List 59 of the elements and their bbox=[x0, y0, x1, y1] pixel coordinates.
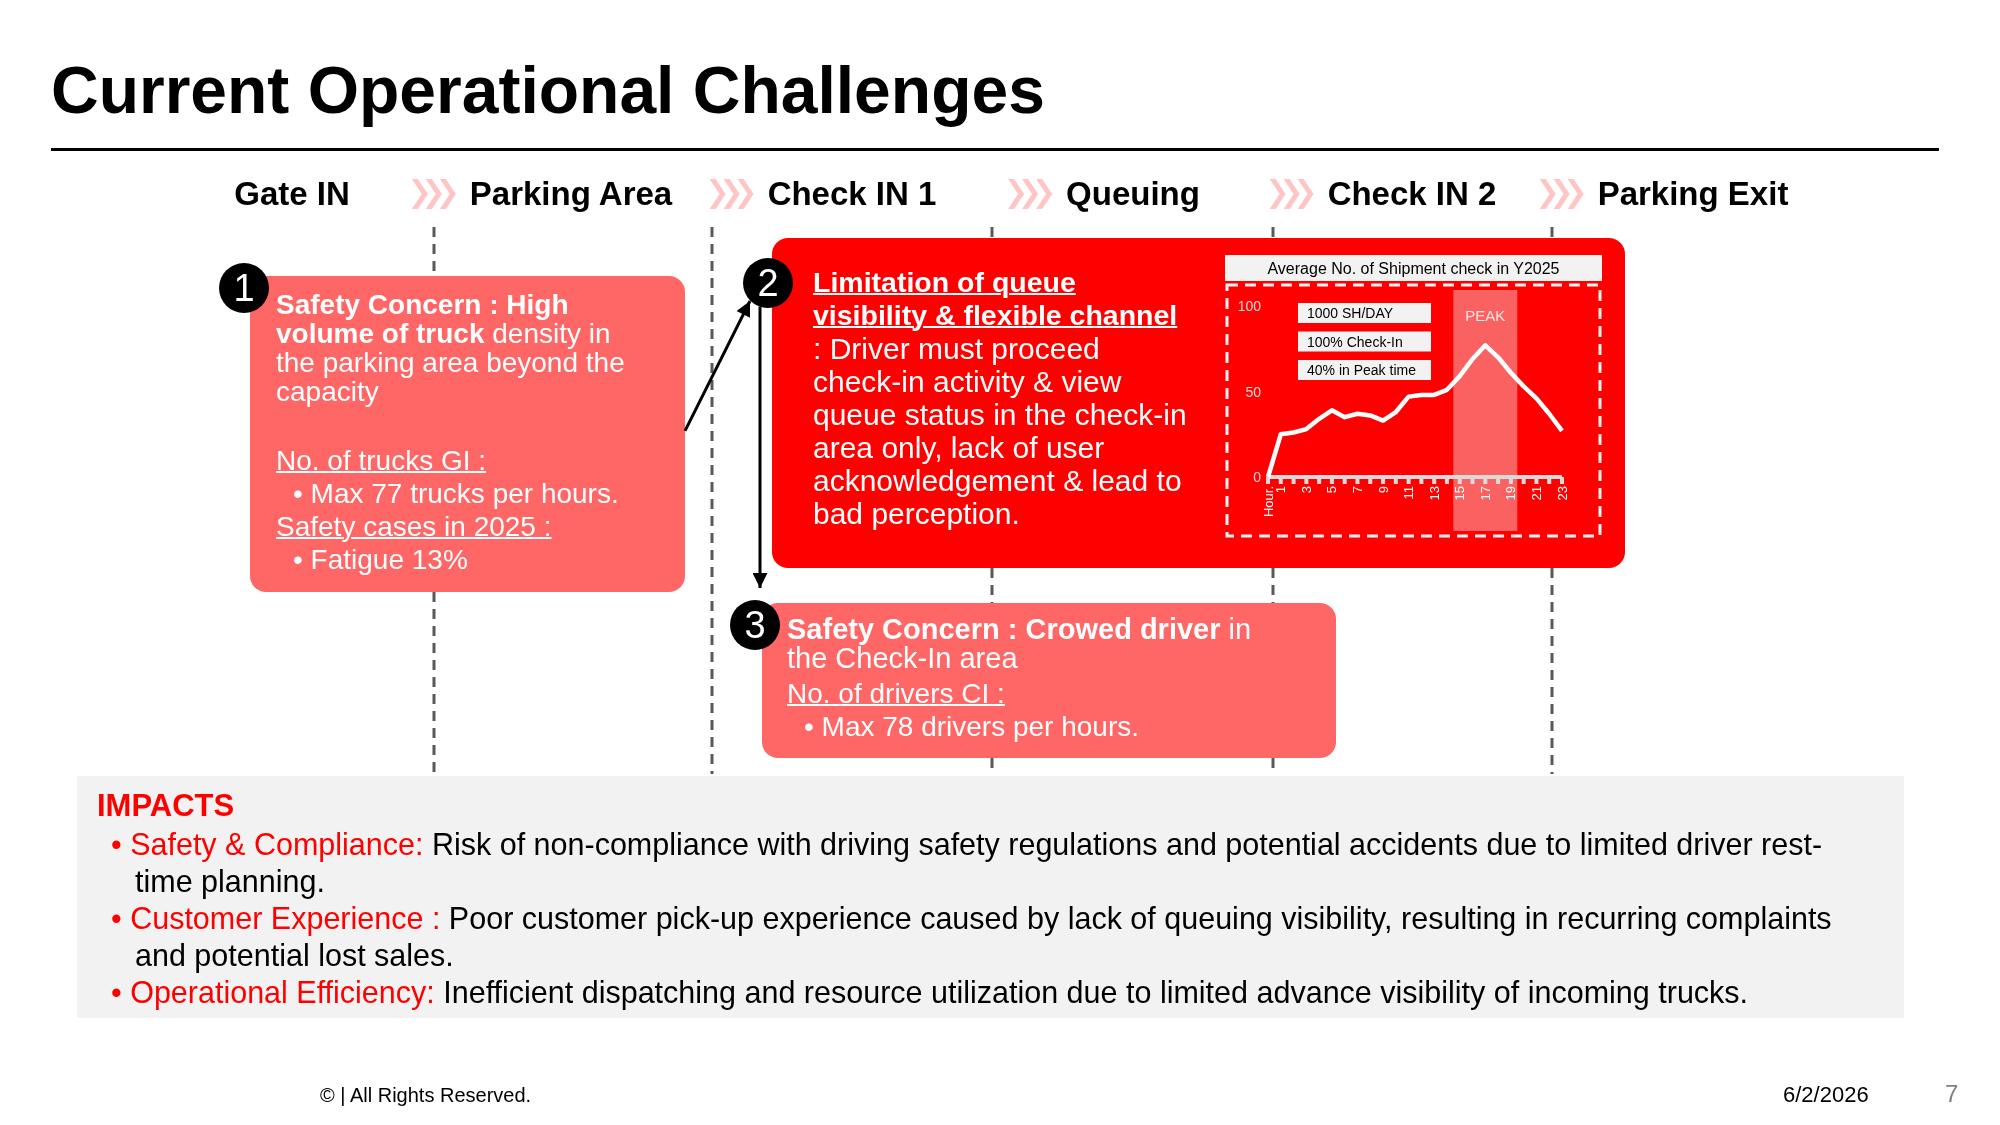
footer-note: © | All Rights Reserved. bbox=[320, 1084, 532, 1107]
axis-tick-label: 17 bbox=[1477, 486, 1493, 501]
axis-tick-label: 7 bbox=[1350, 486, 1365, 494]
chevron-arrow bbox=[1539, 179, 1584, 209]
panel-heading: Limitation of queue visibility & flexible channel bbox=[813, 266, 1179, 332]
axis-tick-label: 21 bbox=[1528, 486, 1544, 501]
axis-tick-label: 5 bbox=[1324, 486, 1340, 494]
stage-label: Check IN 1 bbox=[767, 175, 937, 213]
chart-title: Average No. of Shipment check in Y2025 bbox=[1267, 260, 1560, 277]
bullet-item: • Max 78 drivers per hours. bbox=[804, 710, 1140, 743]
axis-tick-label: 100 bbox=[1237, 298, 1261, 314]
band-label: PEAK bbox=[1465, 307, 1506, 324]
axis-tick-label: 50 bbox=[1245, 383, 1261, 400]
bullet-item: • Fatigue 13% bbox=[293, 543, 468, 576]
card-heading: Safety Concern : High volume of truck density in the parking area beyond the capacity bbox=[276, 290, 626, 406]
subheading: No. of trucks GI : bbox=[276, 444, 487, 477]
axis-tick-label: 3 bbox=[1298, 486, 1314, 494]
section-heading: IMPACTS bbox=[97, 788, 235, 824]
step-number: 3 bbox=[730, 600, 780, 650]
annotation-tag: 1000 SH/DAY bbox=[1298, 303, 1431, 323]
subheading: Safety cases in 2025 : bbox=[276, 510, 552, 543]
chevron-arrow bbox=[1008, 179, 1053, 209]
annotation-tag: 100% Check-In bbox=[1298, 331, 1431, 352]
axis-tick-label: 23 bbox=[1554, 486, 1570, 501]
stage-label: Parking Exit bbox=[1597, 175, 1789, 213]
impact-item: • Customer Experience : Poor customer pick-up experience caused by lack of queuing visibility, resulting in recurring complaints and potential lost sales. bbox=[110, 900, 1833, 974]
axis-tick-label: 13 bbox=[1426, 486, 1442, 501]
annotation-tag: 40% in Peak time bbox=[1298, 360, 1431, 380]
axis-tick-label: 19 bbox=[1503, 486, 1519, 501]
arrow bbox=[683, 300, 752, 432]
panel-text: : Driver must proceed check-in activity & view queue status in the check-in area only, lack of user acknowledgement & lead to bad perception. bbox=[813, 332, 1188, 530]
axis-tick-label: Hour. bbox=[1260, 486, 1276, 518]
chevron-arrow bbox=[411, 179, 456, 209]
impact-item: • Safety & Compliance: Risk of non-compliance with driving safety regulations and potential accidents due to limited driver rest-time planning. bbox=[110, 826, 1824, 900]
axis-tick-label: 11 bbox=[1401, 486, 1417, 500]
chevron-arrow bbox=[1269, 179, 1314, 209]
date-label: 6/2/2026 bbox=[1783, 1082, 1869, 1108]
stage-label: Gate IN bbox=[234, 175, 350, 213]
chevron-arrow bbox=[709, 179, 754, 209]
subheading: No. of drivers CI : bbox=[787, 677, 1005, 710]
stage-label: Queuing bbox=[1066, 175, 1200, 213]
axis-tick-label: 0 bbox=[1253, 469, 1261, 485]
step-number: 1 bbox=[219, 263, 269, 313]
slide-title: Current Operational Challenges bbox=[51, 52, 1045, 128]
annotation: 40% in Peak time bbox=[1307, 362, 1417, 378]
chart-title: Average No. of Shipment check in Y2025 bbox=[1225, 255, 1602, 281]
card-heading: Safety Concern : Crowed driver in the Check-In area bbox=[787, 615, 1253, 673]
axis-tick-label: 1 bbox=[1273, 486, 1289, 494]
annotation: 1000 SH/DAY bbox=[1307, 305, 1394, 321]
bullet-item: • Max 77 trucks per hours. bbox=[293, 477, 619, 510]
impact-item: • Operational Efficiency: Inefficient dispatching and resource utilization due to limited advance visibility of incoming trucks. bbox=[110, 974, 1750, 1011]
arrow bbox=[752, 306, 768, 588]
stage-label: Parking Area bbox=[469, 175, 673, 213]
axis-tick-label: 15 bbox=[1452, 486, 1468, 501]
step-number: 2 bbox=[743, 258, 793, 308]
page-number: 7 bbox=[1945, 1080, 1959, 1108]
stage-label: Check IN 2 bbox=[1327, 175, 1497, 213]
axis-tick-label: 9 bbox=[1375, 486, 1391, 494]
annotation: 100% Check-In bbox=[1307, 333, 1403, 350]
